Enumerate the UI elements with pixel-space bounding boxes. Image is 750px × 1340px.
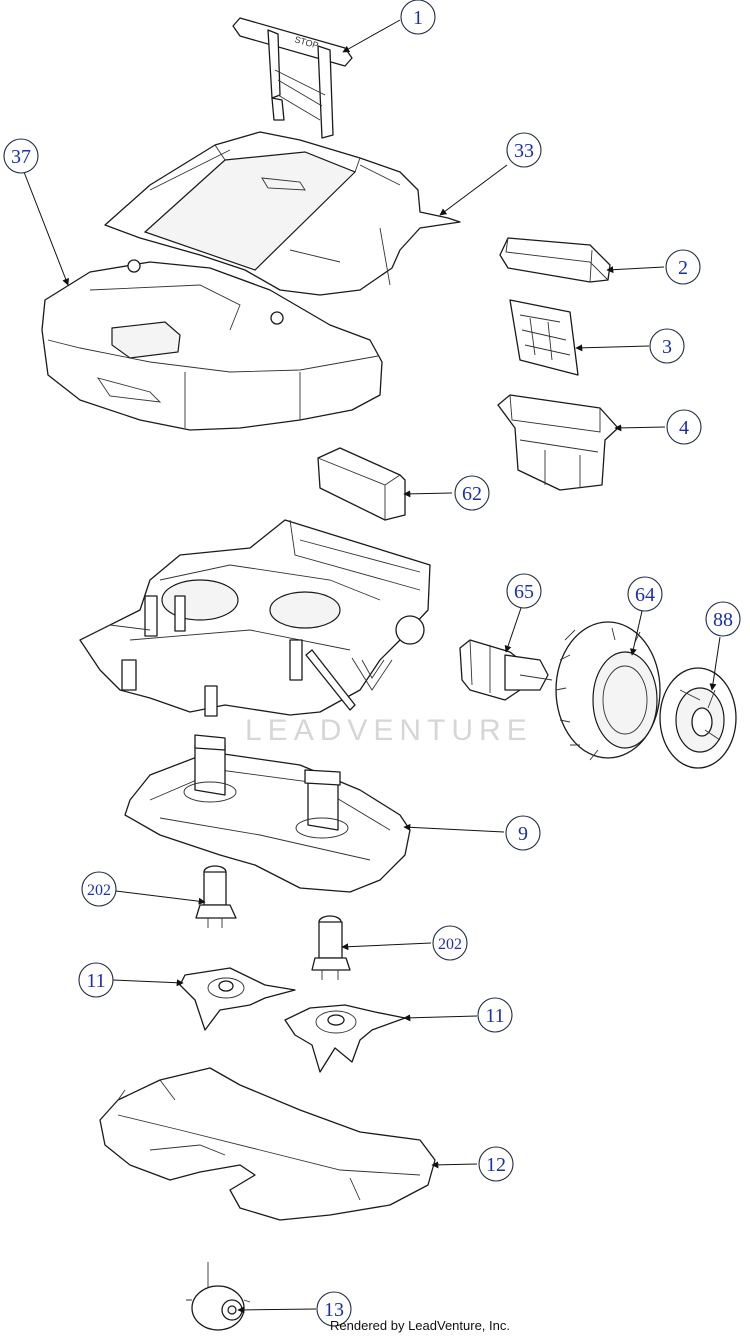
svg-text:62: 62 bbox=[462, 483, 482, 505]
svg-text:202: 202 bbox=[438, 936, 462, 953]
part-bumper-skirt bbox=[99, 1067, 436, 1221]
watermark: LEADVENTURE bbox=[245, 714, 533, 747]
part-top-cover bbox=[104, 131, 461, 296]
callout-37: 37 bbox=[3, 138, 39, 174]
callout-202-left: 202 bbox=[81, 871, 117, 907]
svg-text:13: 13 bbox=[324, 1299, 344, 1321]
callout-13: 13 bbox=[316, 1291, 352, 1327]
part-blade-disc-left bbox=[179, 967, 296, 1031]
svg-text:1: 1 bbox=[413, 7, 423, 29]
watermark-logo bbox=[351, 657, 393, 691]
part-body-shell bbox=[41, 259, 383, 431]
part-battery bbox=[317, 447, 406, 521]
svg-text:12: 12 bbox=[486, 1154, 506, 1176]
part-stop-handle: STOP bbox=[232, 17, 353, 139]
svg-text:65: 65 bbox=[514, 581, 534, 603]
part-wheel bbox=[555, 621, 661, 761]
callout-65: 65 bbox=[506, 573, 542, 609]
callout-9: 9 bbox=[505, 815, 541, 851]
part-deck-base bbox=[124, 734, 411, 893]
callout-12: 12 bbox=[478, 1146, 514, 1182]
svg-text:33: 33 bbox=[514, 140, 534, 162]
part-board-housing bbox=[497, 394, 619, 491]
callout-11-right: 11 bbox=[477, 997, 513, 1033]
part-caster-wheel bbox=[186, 1262, 251, 1331]
callout-4: 4 bbox=[666, 409, 702, 445]
part-blade-motor-left bbox=[195, 865, 237, 928]
svg-text:4: 4 bbox=[679, 417, 689, 439]
callout-2: 2 bbox=[665, 249, 701, 285]
svg-text:88: 88 bbox=[713, 609, 733, 631]
svg-text:37: 37 bbox=[11, 146, 31, 168]
callout-11-left: 11 bbox=[78, 962, 114, 998]
svg-text:3: 3 bbox=[662, 336, 672, 358]
callout-1: 1 bbox=[400, 0, 436, 35]
part-circuit-board bbox=[509, 299, 579, 376]
svg-text:2: 2 bbox=[678, 257, 688, 279]
callout-64: 64 bbox=[627, 576, 663, 612]
part-blade-disc-right bbox=[284, 1004, 406, 1073]
footer-credit: Rendered by LeadVenture, Inc. bbox=[330, 1318, 510, 1333]
callout-33: 33 bbox=[506, 132, 542, 168]
callout-88: 88 bbox=[705, 601, 741, 637]
part-hubcap bbox=[659, 667, 737, 769]
part-motor bbox=[459, 639, 553, 701]
svg-text:11: 11 bbox=[86, 970, 105, 992]
callout-202-right: 202 bbox=[432, 925, 468, 961]
svg-text:202: 202 bbox=[87, 882, 111, 899]
part-blade-motor-right bbox=[311, 915, 351, 980]
svg-text:9: 9 bbox=[518, 823, 528, 845]
part-lid bbox=[499, 237, 611, 283]
callout-62: 62 bbox=[454, 475, 490, 511]
callout-3: 3 bbox=[649, 328, 685, 364]
svg-text:11: 11 bbox=[485, 1005, 504, 1027]
leader-lines bbox=[23, 19, 721, 1314]
part-chassis-frame bbox=[79, 519, 431, 717]
svg-text:64: 64 bbox=[635, 584, 655, 606]
